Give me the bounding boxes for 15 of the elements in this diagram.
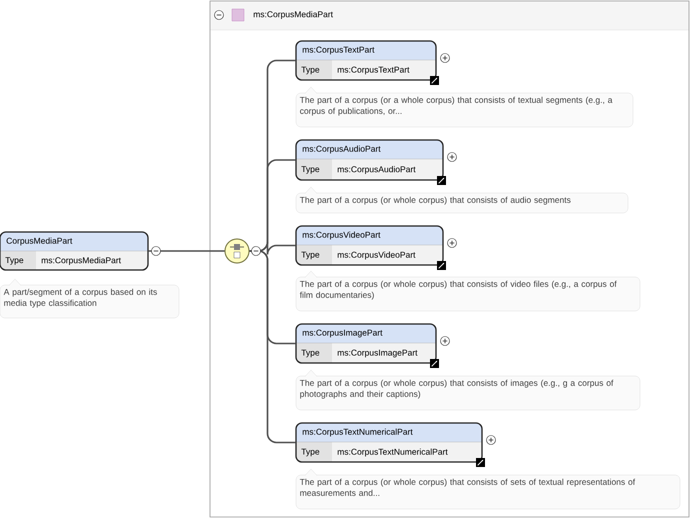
connector-line <box>250 250 296 444</box>
element-box: ms:CorpusAudioPart Type ms:CorpusAudioPart <box>295 139 444 181</box>
sequence-symbol <box>224 238 250 264</box>
description-callout: The part of a corpus (or whole corpus) that consists of images (e.g., g a corpus of photographs and their captions) <box>296 370 640 410</box>
description-callout: The part of a corpus (or whole corpus) that consists of audio segments <box>296 186 628 214</box>
description-callout: A part/segment of a corpus based on its media type classification <box>0 278 180 318</box>
element-box: ms:CorpusVideoPart Type ms:CorpusVideoPart <box>295 225 444 266</box>
description-callout: The part of a corpus (or whole corpus) that consists of video files (e.g., a corpus of film documentaries) <box>296 270 640 312</box>
description-callout: The part of a corpus (or whole corpus) that consists of sets of textual representations of measurements and... <box>296 468 680 510</box>
description-callout: The part of a corpus (or a whole corpus) that consists of textual segments (e.g., a corpus of publications, or... <box>296 86 634 128</box>
element-box: ms:CorpusImagePart Type ms:CorpusImagePart <box>295 323 437 364</box>
element-box: ms:CorpusTextPart Type ms:CorpusTextPart <box>295 40 437 81</box>
element-box: ms:CorpusTextNumericalPart Type ms:CorpusTextNumericalPart <box>295 422 483 463</box>
connector-line <box>148 250 224 252</box>
element-box: CorpusMediaPart Type ms:CorpusMediaPart <box>0 231 149 271</box>
